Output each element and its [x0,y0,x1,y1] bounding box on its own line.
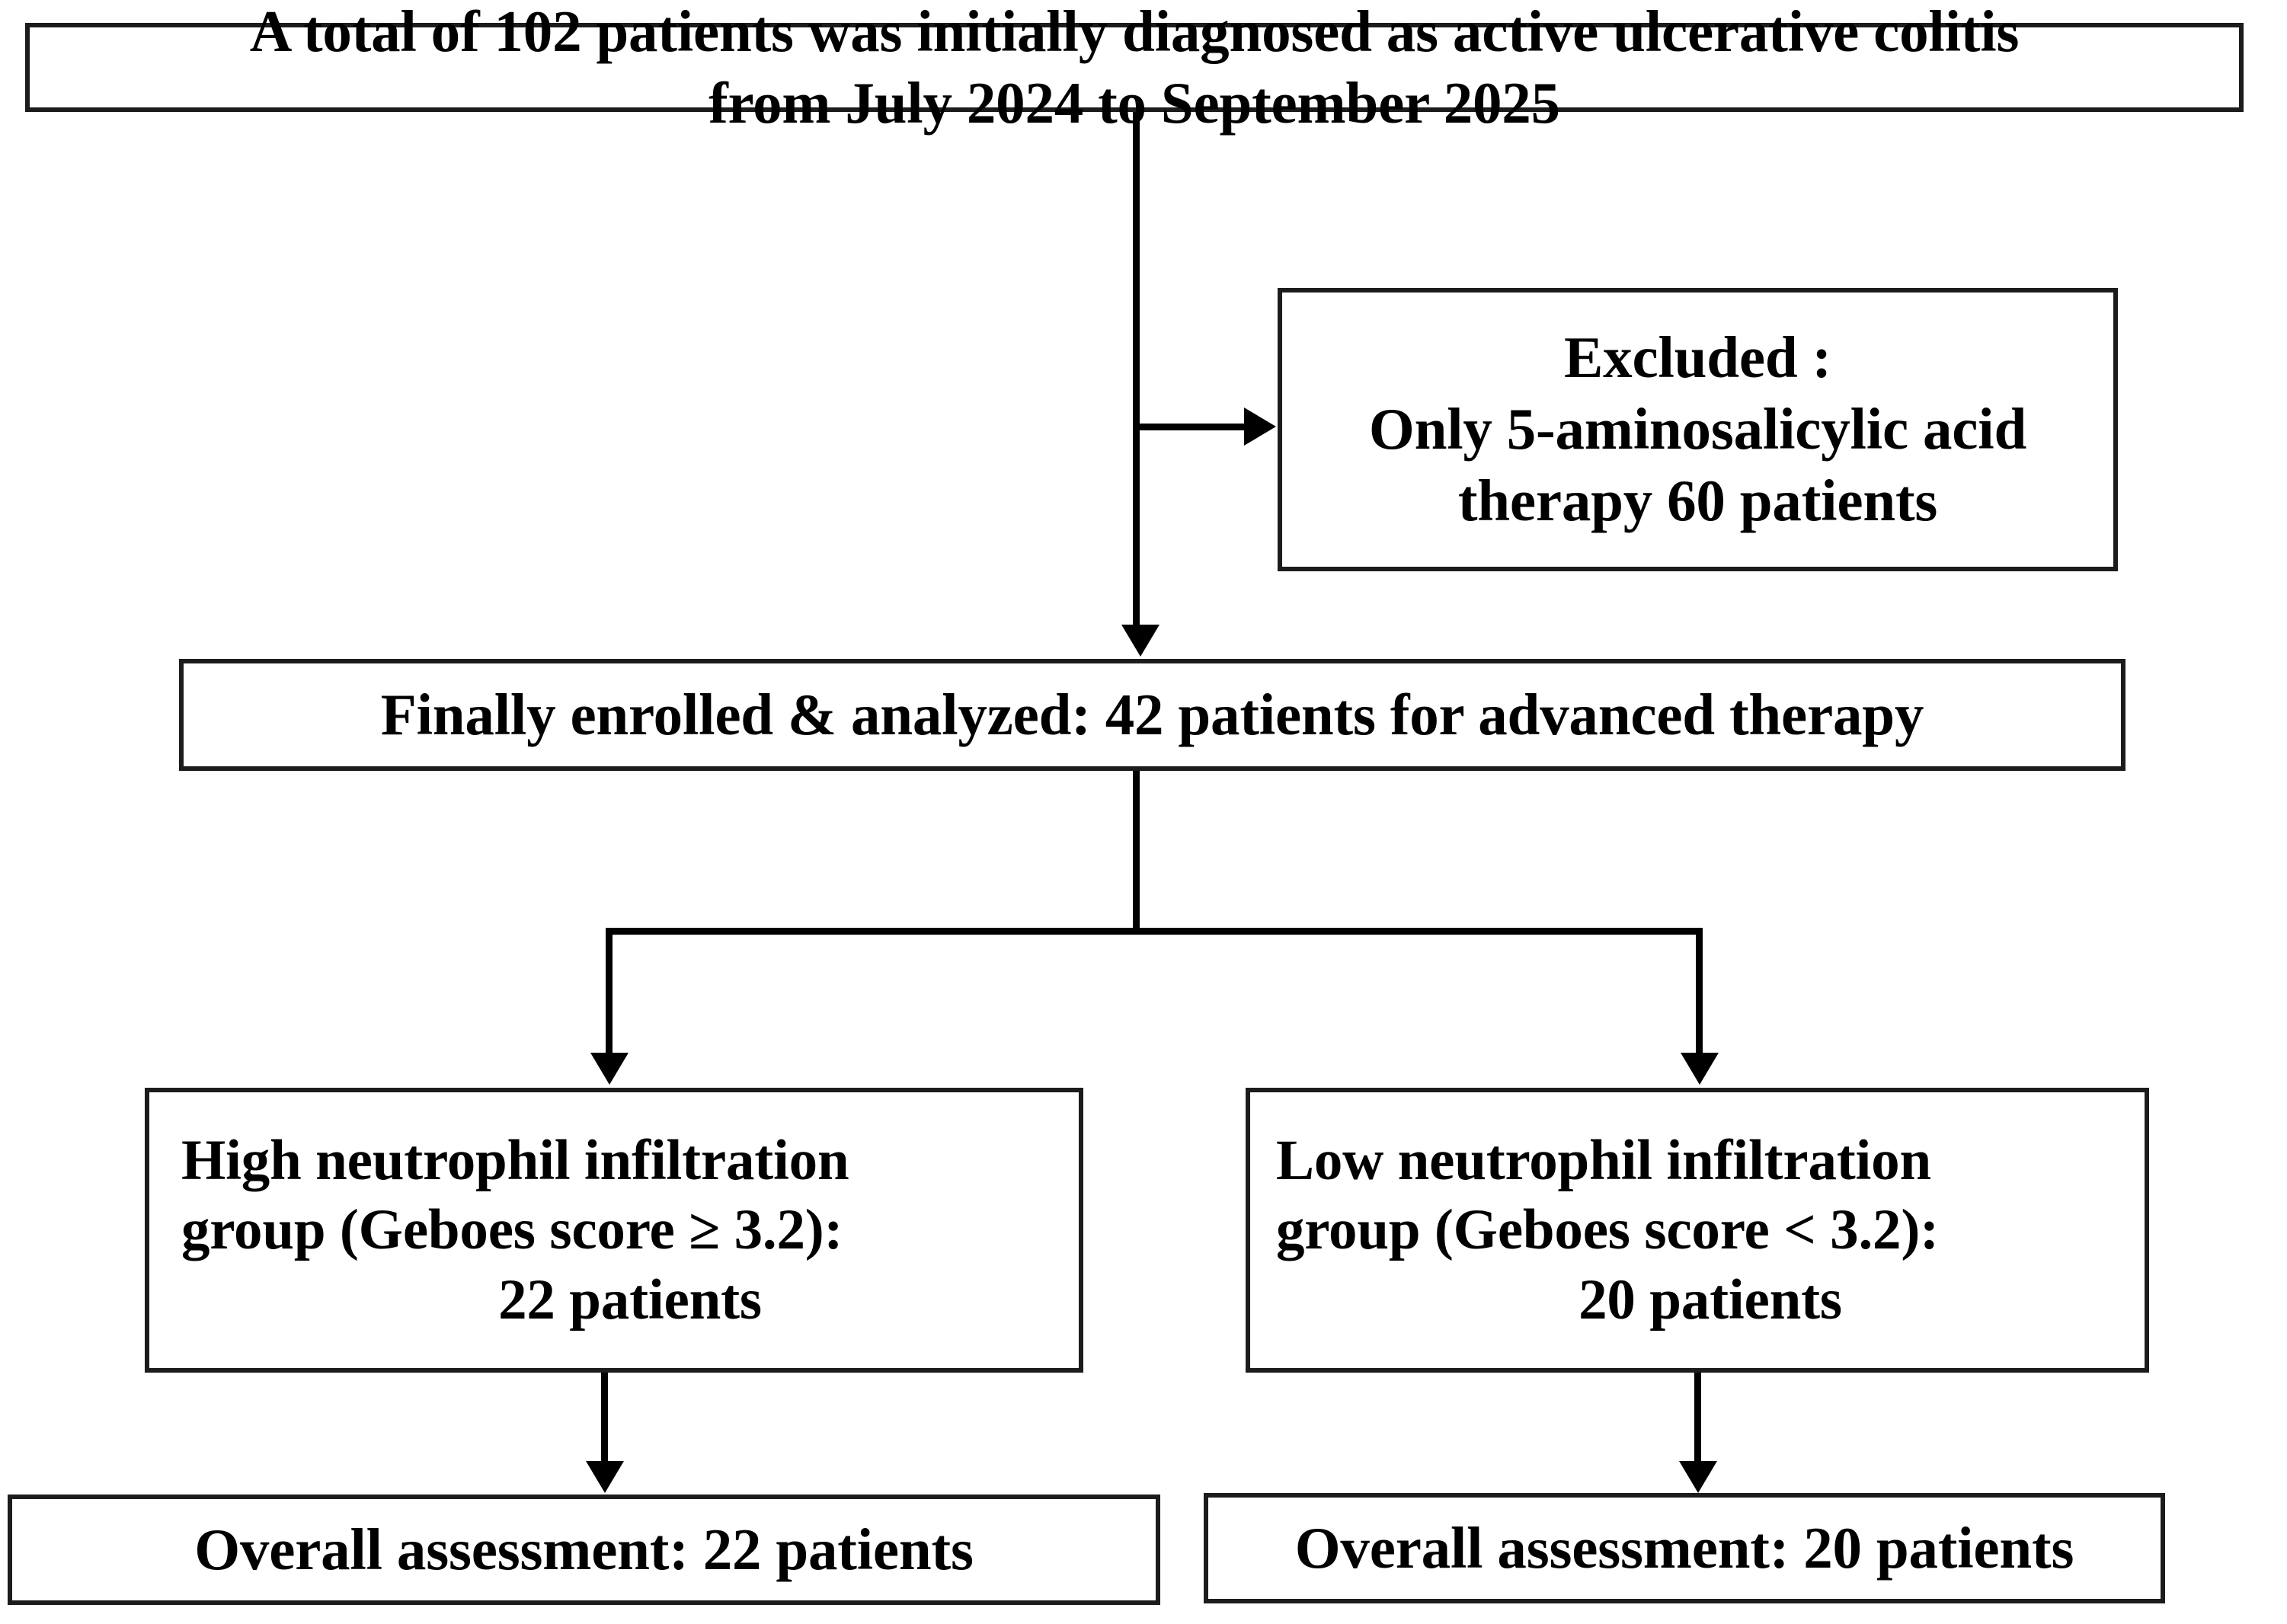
connector-total-to-excluded [1133,424,1246,430]
node-total-cohort: A total of 102 patients was initially di… [25,0,2244,136]
arrowhead-low-group-to-assessment [1679,1461,1717,1493]
node-low-neutrophil-group-line-2: group (Geboes score < 3.2): [1276,1198,1939,1262]
node-enrolled-line-1: Finally enrolled & analyzed: 42 patients… [380,681,1924,747]
arrowhead-high-group-to-assessment [586,1461,624,1493]
node-total-cohort-line-1: A total of 102 patients was initially di… [249,0,2020,64]
node-enrolled: Finally enrolled & analyzed: 42 patients… [179,659,2125,771]
connector-low-group-to-assessment [1694,1373,1701,1466]
node-excluded-line-3: therapy 60 patients [1457,467,1938,533]
node-overall-assessment-low-line-1: Overall assessment: 20 patients [1294,1514,2074,1581]
node-overall-assessment-high: Overall assessment: 22 patients [8,1495,1160,1605]
node-excluded-line-2: Only 5-aminosalicylic acid [1368,396,2027,462]
connector-split-to-high-group [606,928,613,1056]
node-overall-assessment-low: Overall assessment: 20 patients [1204,1493,2165,1603]
node-overall-assessment-high-line-1: Overall assessment: 22 patients [194,1516,974,1582]
arrowhead-split-to-high-group [590,1053,629,1085]
arrowhead-total-to-enrolled [1121,625,1159,657]
node-high-neutrophil-group-line-3: 22 patients [498,1268,762,1331]
node-low-neutrophil-group-line-3: 20 patients [1579,1268,1842,1331]
arrowhead-total-to-excluded [1244,408,1276,446]
connector-total-to-enrolled [1133,112,1140,628]
node-excluded: Excluded : Only 5-aminosalicylic acid th… [1278,288,2118,571]
node-low-neutrophil-group: Low neutrophil infiltration group (Geboe… [1246,1088,2149,1373]
node-high-neutrophil-group-line-1: High neutrophil infiltration [181,1128,849,1192]
node-total-cohort-line-2: from July 2024 to September 2025 [708,69,1560,136]
node-excluded-line-1: Excluded : [1564,324,1831,391]
node-high-neutrophil-group: High neutrophil infiltration group (Gebo… [145,1088,1083,1373]
node-low-neutrophil-group-line-1: Low neutrophil infiltration [1276,1128,1931,1192]
connector-split-to-low-group [1696,928,1703,1056]
connector-split-bar [606,928,1703,935]
connector-high-group-to-assessment [601,1373,608,1466]
arrowhead-split-to-low-group [1681,1053,1719,1085]
node-high-neutrophil-group-line-2: group (Geboes score ≥ 3.2): [181,1198,843,1262]
connector-enrolled-to-split [1133,771,1140,934]
